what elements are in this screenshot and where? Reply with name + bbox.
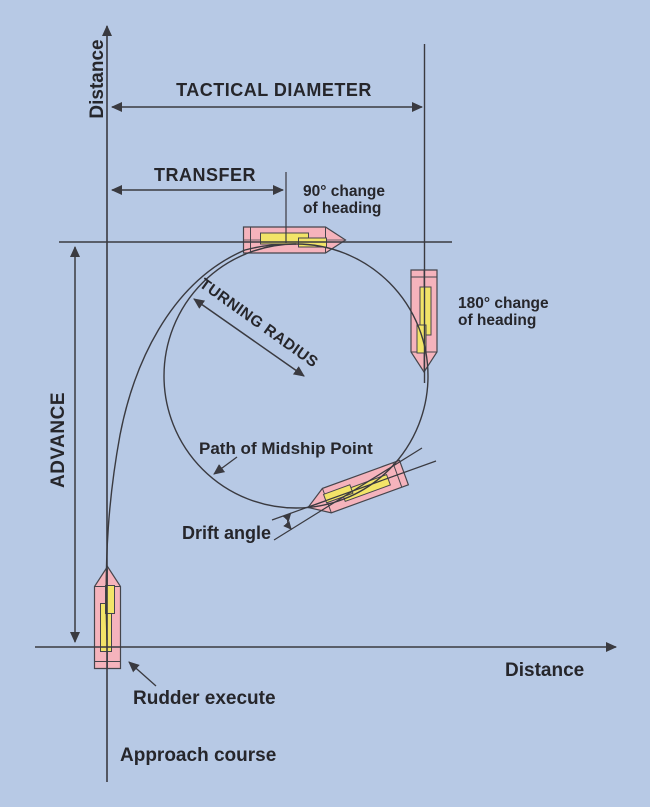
x-axis-label: Distance <box>505 660 584 681</box>
drift-angle-arc <box>282 512 292 530</box>
drift-angle-label: Drift angle <box>182 523 271 543</box>
rudder-execute-label: Rudder execute <box>133 688 276 709</box>
tactical-diameter-label: TACTICAL DIAMETER <box>176 80 372 100</box>
change-90-label-line1: 90° change <box>303 183 385 200</box>
transfer-label: TRANSFER <box>154 165 256 185</box>
change-90-label-line2: of heading <box>303 200 381 217</box>
turning-radius-label: TURNING RADIUS <box>196 275 321 371</box>
advance-label: ADVANCE <box>48 392 69 488</box>
path-of-midship-leader-arrow <box>213 456 238 475</box>
change-180-label-line1: 180° change <box>458 295 549 312</box>
rudder-execute-leader-arrow <box>128 661 157 687</box>
y-axis-label: Distance <box>87 39 108 118</box>
turning-radius-arrow <box>193 298 305 377</box>
tangent-line <box>273 447 423 541</box>
approach-course-label: Approach course <box>120 745 276 766</box>
path-of-midship-label: Path of Midship Point <box>199 439 373 458</box>
change-180-label-line2: of heading <box>458 312 536 329</box>
